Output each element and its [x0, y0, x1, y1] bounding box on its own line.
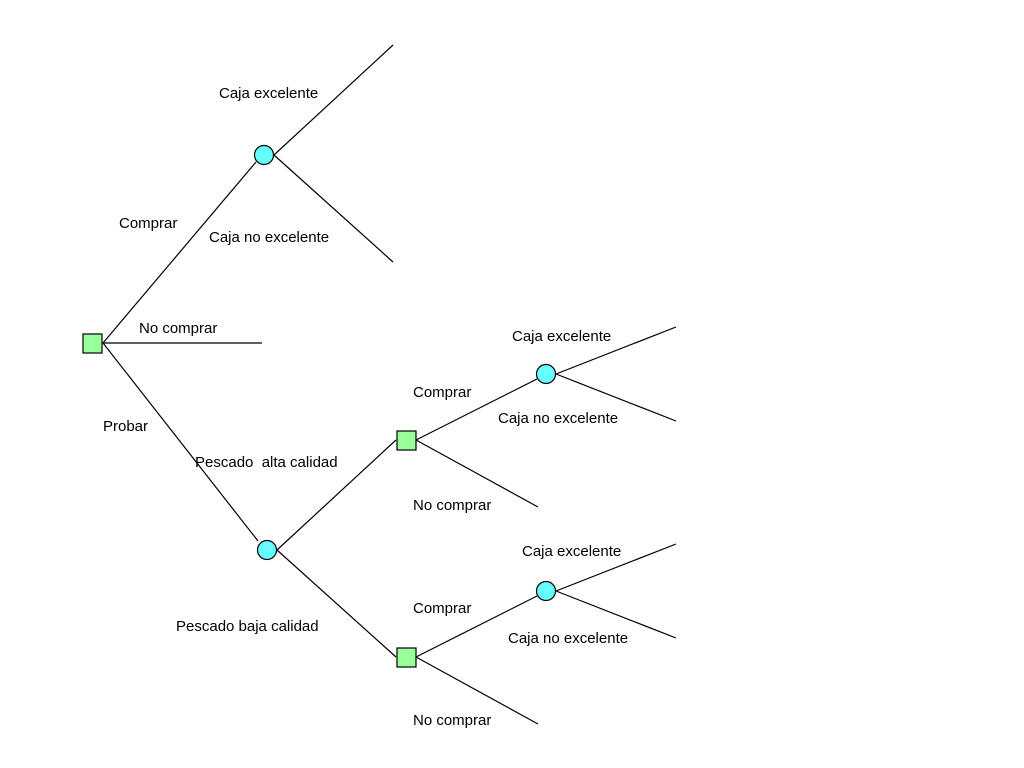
edge-alta-calidad: [276, 439, 397, 551]
top-chance-node: [253, 144, 275, 166]
edge-alta-excelente: [555, 326, 677, 375]
alta-chance-node: [535, 363, 557, 385]
edge-baja-no-excelente: [555, 590, 677, 639]
tree-edges: [102, 44, 677, 725]
label-baja-comprar: Comprar: [413, 600, 471, 617]
baja-decision-node: [396, 647, 417, 668]
edge-top-excelente: [273, 44, 394, 156]
tree-labels: Caja excelente Comprar Caja no excelente…: [103, 85, 628, 729]
label-alta-no-comprar: No comprar: [413, 497, 491, 514]
edge-alta-no-excelente: [555, 373, 677, 422]
edge-top-no-excelente: [273, 154, 394, 263]
root-decision-node: [82, 333, 103, 354]
label-pescado-baja: Pescado baja calidad: [176, 618, 319, 635]
edge-baja-calidad: [276, 549, 397, 658]
edge-baja-excelente: [555, 543, 677, 592]
label-top-caja-excelente: Caja excelente: [219, 85, 318, 102]
alta-decision-node: [396, 430, 417, 451]
probar-chance-node: [256, 539, 278, 561]
label-baja-no-comprar: No comprar: [413, 712, 491, 729]
tree-nodes: [82, 144, 557, 668]
label-baja-caja-excelente: Caja excelente: [522, 543, 621, 560]
edge-alta-no-comprar: [415, 439, 539, 508]
label-pescado-alta: Pescado alta calidad: [195, 454, 338, 471]
edge-alta-comprar: [415, 378, 538, 441]
edge-root-probar: [102, 342, 259, 542]
label-top-caja-no-excelente: Caja no excelente: [209, 229, 329, 246]
edge-baja-no-comprar: [415, 656, 539, 725]
label-alta-caja-excelente: Caja excelente: [512, 328, 611, 345]
edge-root-comprar: [102, 161, 257, 344]
baja-chance-node: [535, 580, 557, 602]
label-alta-caja-no-excelente: Caja no excelente: [498, 410, 618, 427]
edge-baja-comprar: [415, 595, 538, 658]
label-root-comprar: Comprar: [119, 215, 177, 232]
label-alta-comprar: Comprar: [413, 384, 471, 401]
label-root-no-comprar: No comprar: [139, 320, 217, 337]
label-root-probar: Probar: [103, 418, 148, 435]
label-baja-caja-no-excelente: Caja no excelente: [508, 630, 628, 647]
